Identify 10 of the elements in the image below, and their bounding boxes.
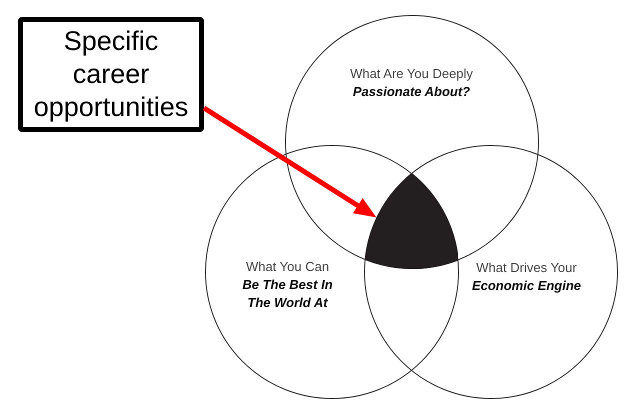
circle-emphasis-text: Passionate About? [352,82,470,100]
circle-heading: What Drives Your [476,258,577,276]
callout-box [18,17,204,132]
callout-text: Specific career opportunities [32,25,190,124]
circle-emphasis-text: Economic Engine [472,276,582,294]
shaded-intersection [364,172,458,269]
circle-heading: What You Can [246,258,330,276]
leader-arrow [202,106,376,218]
circle-emphasis-text: Be The Best In The World At [241,276,334,312]
circle-heading: What Are You Deeply [350,64,473,82]
